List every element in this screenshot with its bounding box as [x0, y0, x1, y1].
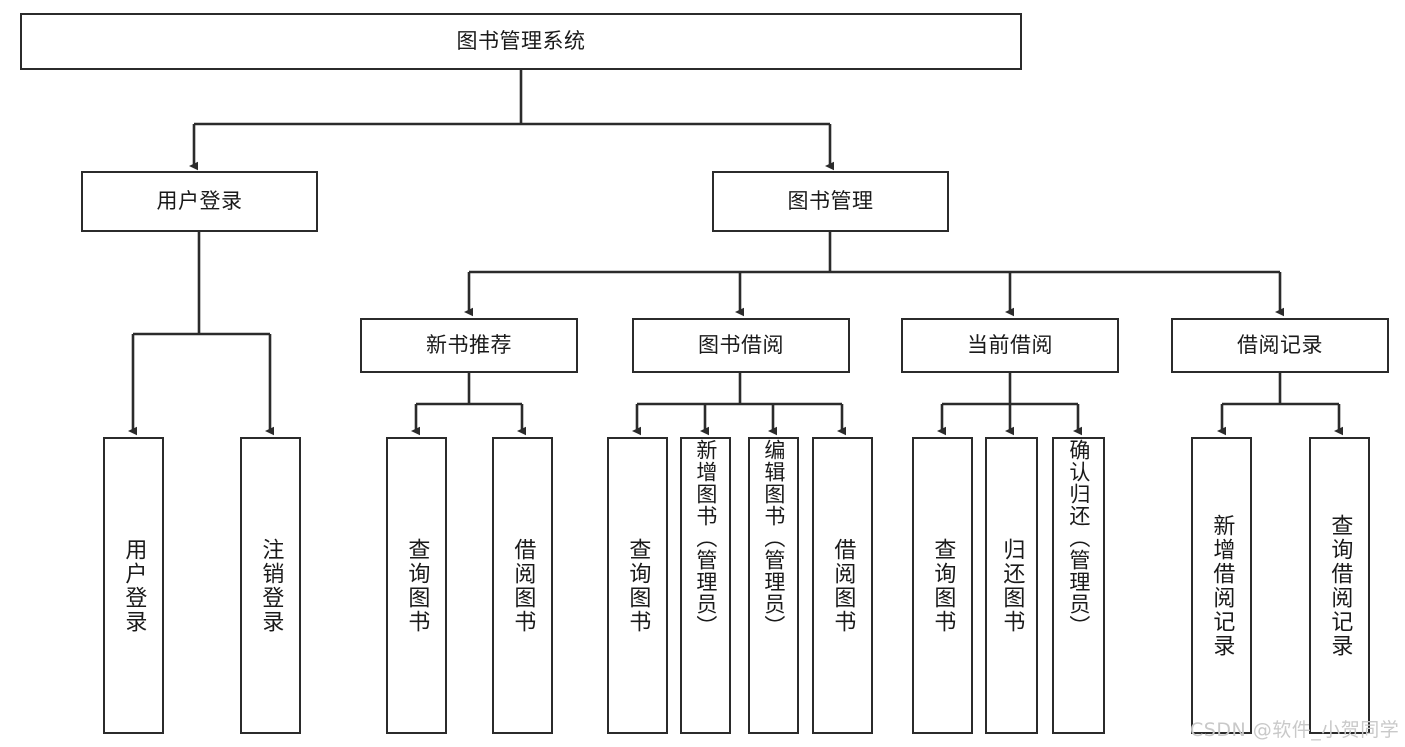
node-label: 新增借阅记录	[1209, 513, 1235, 658]
node-borrow-record[interactable]: 借阅记录	[1171, 318, 1389, 373]
node-label: 借阅图书	[510, 537, 536, 634]
node-label: 新书推荐	[426, 333, 512, 358]
node-label: 用户登录	[121, 537, 147, 634]
node-label: 图书管理	[787, 189, 874, 214]
node-label: 新增图书（管理员）	[693, 439, 718, 637]
node-label: 图书管理系统	[456, 29, 586, 54]
node-label: 编辑图书（管理员）	[761, 439, 786, 637]
leaf-borrow-book-recommend[interactable]: 借阅图书	[492, 437, 553, 734]
node-label: 确认归还（管理员）	[1066, 439, 1091, 637]
node-label: 当前借阅	[967, 333, 1053, 358]
node-label: 图书借阅	[698, 333, 784, 358]
node-label: 查询图书	[930, 537, 956, 634]
leaf-logout-login[interactable]: 注销登录	[240, 437, 301, 734]
node-user-login[interactable]: 用户登录	[81, 171, 318, 232]
leaf-add-borrow-record[interactable]: 新增借阅记录	[1191, 437, 1252, 734]
leaf-confirm-return[interactable]: 确认归还（管理员）	[1052, 437, 1105, 734]
node-label: 借阅记录	[1237, 333, 1323, 358]
csdn-watermark: CSDN @软件_小贺同学	[1190, 719, 1400, 741]
leaf-user-login[interactable]: 用户登录	[103, 437, 164, 734]
node-label: 借阅图书	[830, 537, 856, 634]
node-root-system[interactable]: 图书管理系统	[20, 13, 1022, 70]
leaf-query-book-current[interactable]: 查询图书	[912, 437, 973, 734]
node-book-management[interactable]: 图书管理	[712, 171, 949, 232]
leaf-query-borrow-record[interactable]: 查询借阅记录	[1309, 437, 1370, 734]
leaf-query-book-recommend[interactable]: 查询图书	[386, 437, 447, 734]
node-book-borrow[interactable]: 图书借阅	[632, 318, 850, 373]
node-label: 查询图书	[404, 537, 430, 634]
leaf-edit-book[interactable]: 编辑图书（管理员）	[748, 437, 799, 734]
leaf-query-book-borrow[interactable]: 查询图书	[607, 437, 668, 734]
leaf-return-book[interactable]: 归还图书	[985, 437, 1038, 734]
node-label: 查询借阅记录	[1327, 513, 1353, 658]
node-label: 用户登录	[156, 189, 243, 214]
node-label: 归还图书	[999, 537, 1025, 634]
node-label: 注销登录	[258, 537, 284, 634]
node-new-book-recommend[interactable]: 新书推荐	[360, 318, 578, 373]
leaf-add-book[interactable]: 新增图书（管理员）	[680, 437, 731, 734]
node-current-borrow[interactable]: 当前借阅	[901, 318, 1119, 373]
node-label: 查询图书	[625, 537, 651, 634]
leaf-borrow-book-borrow[interactable]: 借阅图书	[812, 437, 873, 734]
